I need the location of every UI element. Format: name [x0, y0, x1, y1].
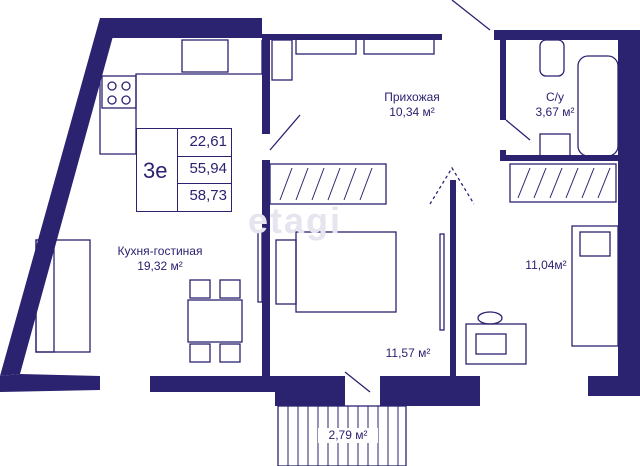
door-swing-bath: [505, 119, 531, 141]
wardrobe-hatch: [279, 167, 611, 201]
bathtub: [577, 55, 619, 157]
window-kitchen: [257, 231, 263, 303]
cooktop: [101, 75, 137, 109]
area-total: 55,94: [189, 160, 227, 177]
room-label-hallway: Прихожая 10,34 м²: [384, 90, 440, 119]
wardrobe-hall-1: [295, 37, 357, 55]
dining-table: [187, 299, 243, 343]
fixtures: [35, 0, 619, 466]
toilet: [539, 39, 565, 77]
bath-sink: [539, 133, 571, 157]
area-living: 22,61: [189, 133, 227, 150]
wall-bottom-right: [588, 376, 640, 396]
wall-middle-right: [450, 180, 456, 376]
balcony: [277, 405, 407, 466]
wall-bath-left: [500, 34, 506, 120]
door-swing-entry: [451, 0, 491, 31]
wall-right: [618, 30, 640, 395]
apartment-type: 3е: [143, 158, 168, 183]
kitchen-counter: [99, 40, 263, 155]
wardrobe-hall-2: [363, 37, 435, 55]
watermark: etagi: [248, 200, 343, 241]
room-label-bedroom-middle: 11,57 м²: [385, 346, 431, 360]
wardrobe-middle: [269, 163, 387, 205]
apartment-info-box: 3е 22,61 55,94 58,73: [136, 128, 232, 212]
wardrobe-hall-3: [271, 39, 293, 81]
area-total-with-balcony: 58,73: [189, 187, 227, 204]
bed-middle: [295, 231, 397, 313]
bed-right: [571, 225, 619, 347]
wall-top-left: [100, 18, 262, 38]
wall-bath-left-2: [500, 150, 506, 160]
walls: [0, 18, 640, 406]
wall-top-middle: [262, 34, 442, 40]
door-swing-balcony: [344, 371, 371, 393]
wall-bottom-mid: [275, 376, 345, 406]
wall-kitchen-right-2: [262, 160, 270, 376]
passage-lines: [429, 166, 475, 205]
room-label-balcony: 2,79 м²: [318, 428, 378, 443]
desk: [465, 323, 527, 365]
wall-top-right: [494, 30, 640, 40]
kitchen-sink: [181, 39, 229, 73]
wall-bath-bottom: [500, 155, 618, 161]
wall-bottom-mid-2: [380, 376, 480, 406]
room-label-kitchen-living: Кухня-гостиная 19,32 м²: [117, 244, 203, 273]
room-label-bathroom: С/у 3,67 м²: [535, 90, 575, 119]
door-swing-left: [269, 114, 301, 151]
wardrobe-right: [509, 163, 617, 203]
wall-bottom-left: [0, 374, 100, 392]
wall-left-diagonal: [0, 18, 118, 376]
window-middle: [439, 233, 445, 331]
room-label-bedroom-right: 11,04м²: [525, 258, 567, 272]
wall-kitchen-right: [262, 34, 270, 134]
wall-bottom-left-2: [150, 376, 275, 392]
